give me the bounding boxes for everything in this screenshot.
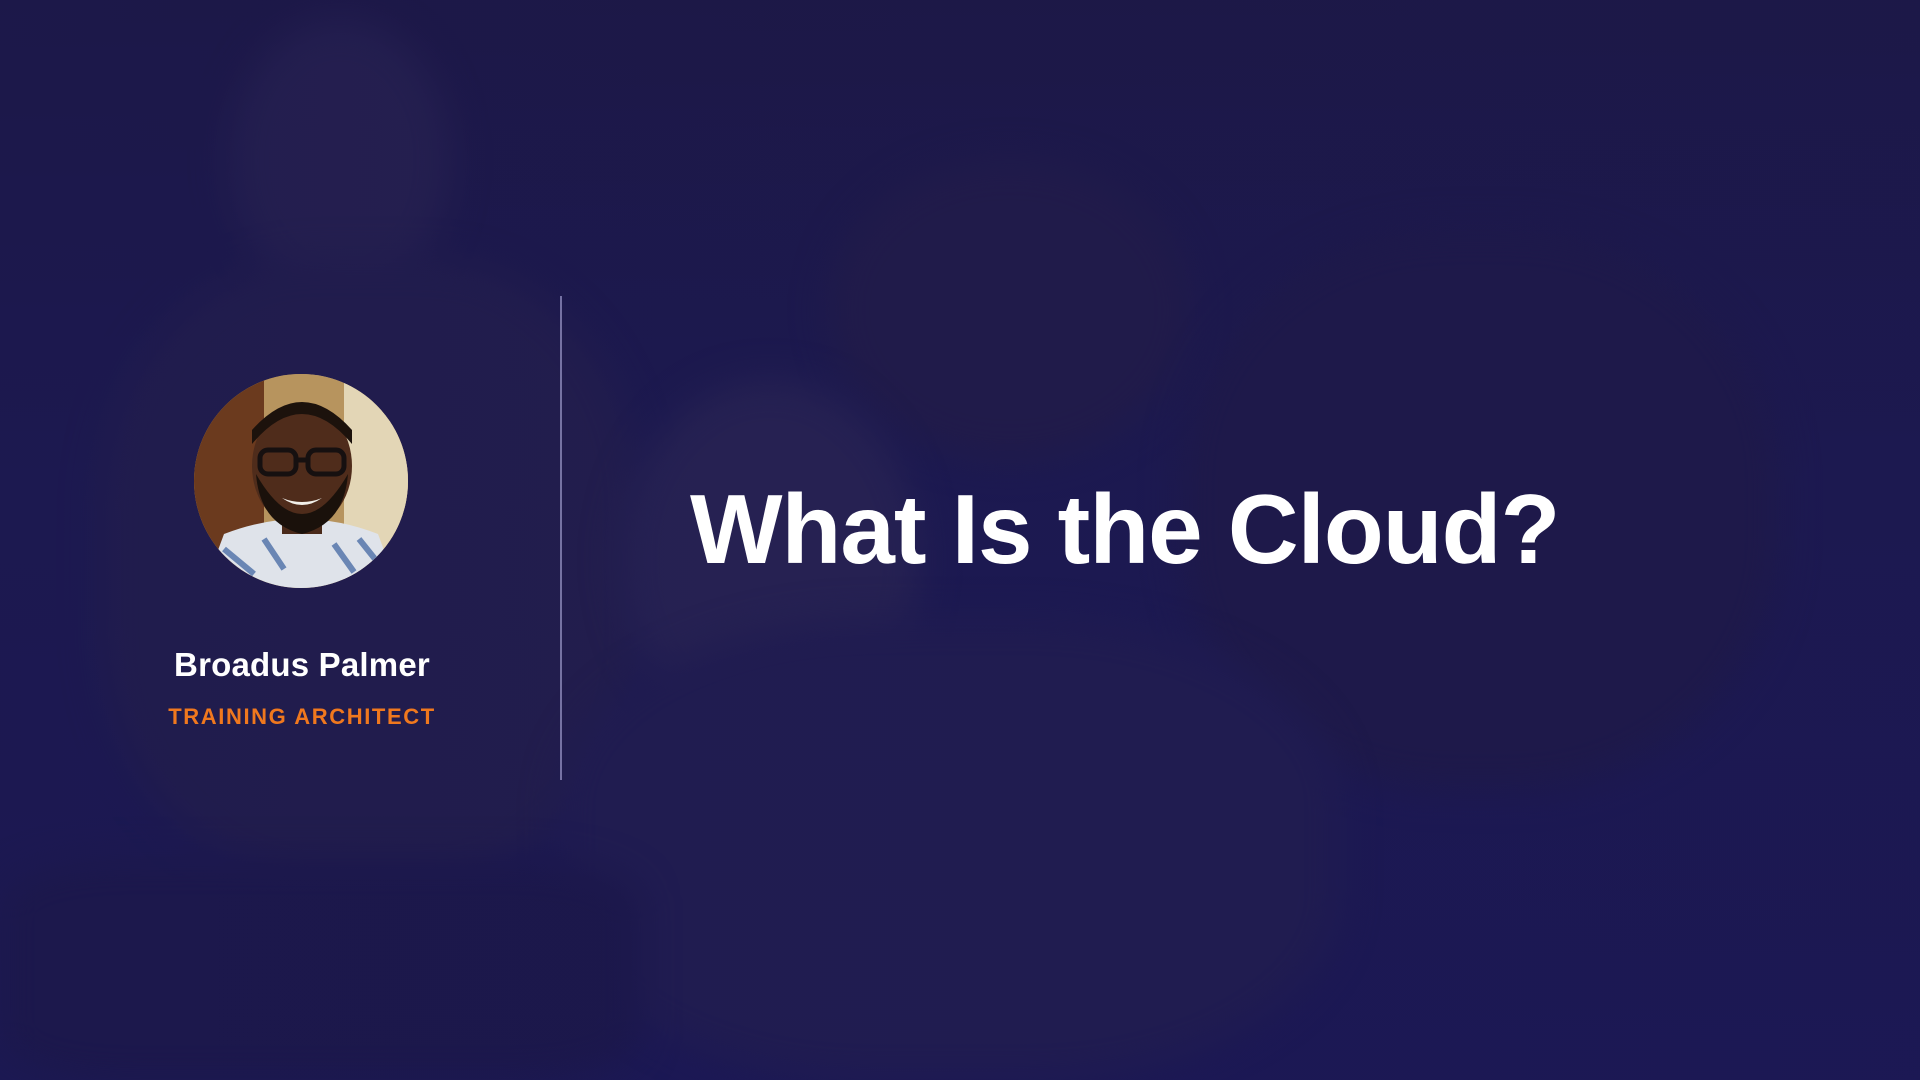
slide-title: What Is the Cloud?: [690, 474, 1560, 584]
presenter-photo: [194, 374, 408, 588]
presenter-name: Broadus Palmer: [174, 646, 430, 683]
presenter-role: TRAINING ARCHITECT: [168, 704, 436, 729]
vertical-divider: [560, 296, 562, 780]
presenter-avatar: [194, 374, 408, 588]
